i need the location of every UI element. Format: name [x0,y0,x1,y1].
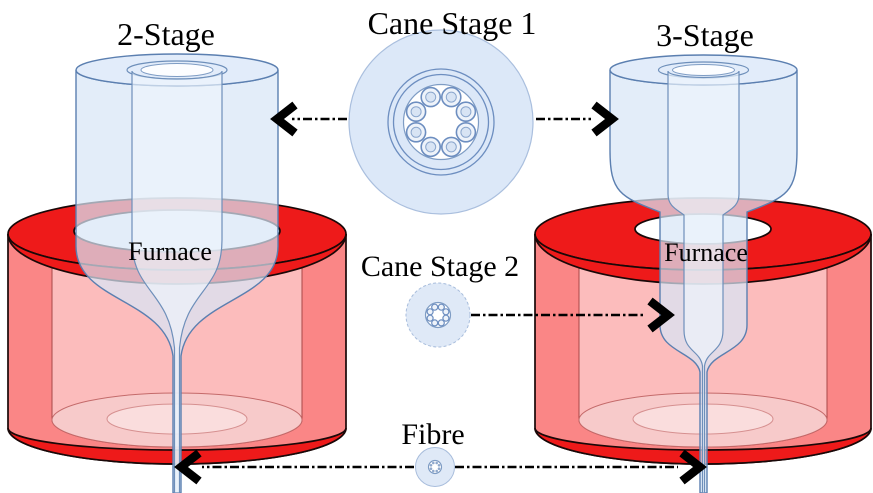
arrow-cane2-to-3stage-furnace [471,297,675,333]
cane1-core-disc [402,83,480,161]
furnace-left-bottom-rim [7,427,347,465]
furnace-right-label: Furnace [664,238,748,267]
arrowhead-left-icon [174,449,202,485]
cane-stage-1-label: Cane Stage 1 [368,5,537,41]
preform-3stage [609,54,798,493]
arrow-cane1-to-3stage [536,101,619,137]
arrowhead-left-icon [270,101,298,137]
furnace-right-bottom-rim [534,427,872,465]
arrow-fibre-to-3stage-output [455,449,707,485]
preform-2stage-core [140,63,214,77]
cane1-ring-inner [392,73,490,171]
furnace-right-front-band [534,233,872,285]
preform-2stage-inner-tube [131,70,223,493]
preform-3stage-core [672,64,735,76]
fibre-cross-section [415,447,455,487]
title-2-stage: 2-Stage [117,16,215,52]
cane2-hole-ring [426,303,450,327]
fibre-core-disc [427,459,443,475]
cane1-ring-outer [387,68,495,176]
furnace-left-label: Furnace [128,237,212,266]
cane1-hole-ring [405,86,477,158]
preform-3stage-inner-tube [667,70,740,493]
cane-stage-2-label: Cane Stage 2 [361,250,519,283]
arrow-cane1-to-2stage [270,101,347,137]
fibre-hole-ring [429,461,441,473]
arrowhead-right-icon [647,297,675,333]
arrowhead-right-icon [679,449,707,485]
preform-2stage [75,53,279,493]
cane-stage-2-cross-section [405,282,471,348]
fibre-label: Fibre [401,418,464,451]
cane-stage-1-cross-section [348,29,534,215]
title-3-stage: 3-Stage [656,17,754,53]
arrowhead-right-icon [591,101,619,137]
arrow-fibre-to-2stage-output [174,449,414,485]
